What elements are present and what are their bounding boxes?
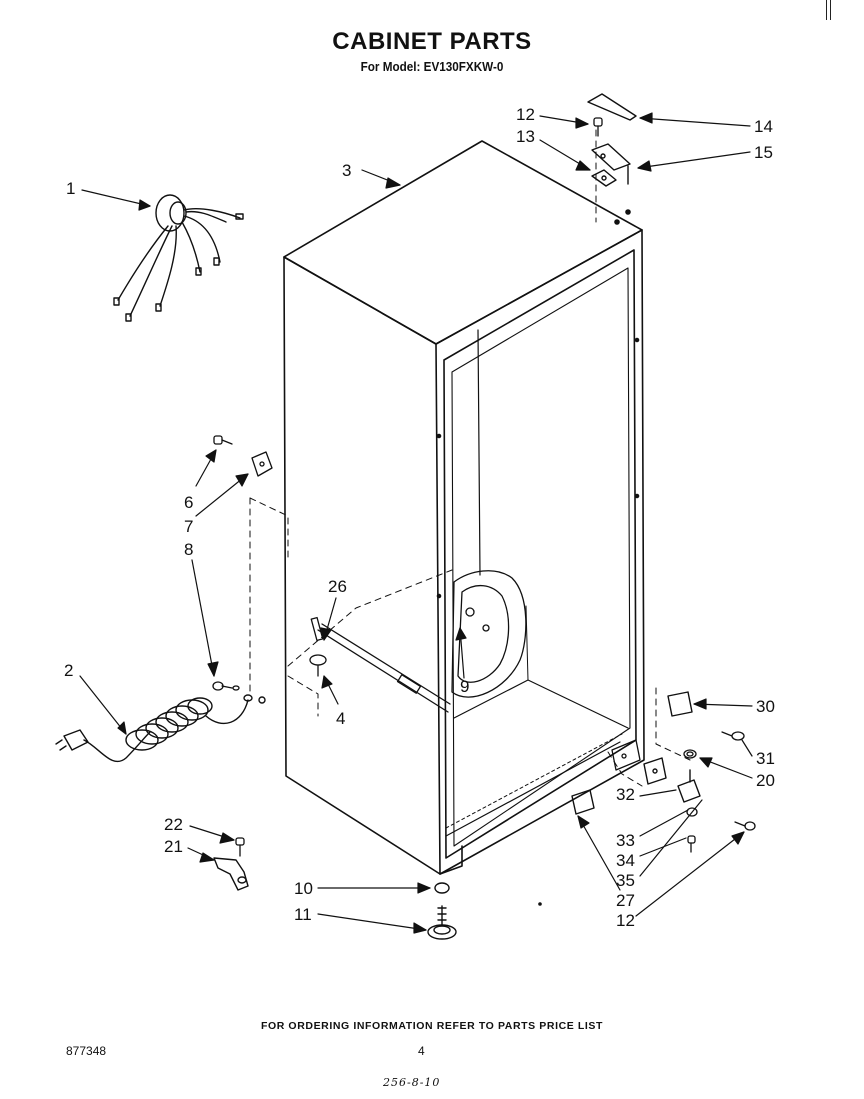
part-15-top-hinge	[591, 143, 631, 187]
part-11-leveling-leg	[427, 905, 457, 940]
callout-21: 21	[164, 837, 183, 856]
callout-6: 6	[184, 493, 193, 512]
model-subtitle: For Model: EV130FXKW-0	[360, 59, 504, 74]
cabinet-body	[283, 140, 645, 875]
part-1-cord-junction	[113, 194, 244, 322]
callout-33: 33	[616, 831, 635, 850]
part-6-screw	[213, 435, 233, 445]
callout-9: 9	[460, 677, 469, 696]
part-20-bushing	[683, 749, 697, 759]
callout-8: 8	[184, 540, 193, 559]
callout-26: 26	[328, 577, 347, 596]
callout-13: 13	[516, 127, 535, 146]
callout-15: 15	[754, 143, 773, 162]
callout-12-bottom: 12	[616, 911, 635, 930]
callout-20: 20	[756, 771, 775, 790]
callout-1: 1	[66, 179, 75, 198]
part-32-hinge-bracket	[643, 757, 667, 785]
callout-labels: 1 2 3 4 6 7 8 9 10 11 12 13 14 15 20 21 …	[64, 105, 775, 930]
callout-32: 32	[616, 785, 635, 804]
part-34-hinge-pin	[686, 807, 698, 817]
callout-27: 27	[616, 891, 635, 910]
part-10-washer	[434, 882, 450, 894]
page-number: 4	[418, 1044, 425, 1058]
drain-trough	[451, 570, 527, 698]
callout-10: 10	[294, 879, 313, 898]
callout-2: 2	[64, 661, 73, 680]
part-8-screw	[212, 681, 240, 691]
part-31-screw	[721, 731, 745, 741]
part-35-screw	[687, 835, 696, 853]
scan-edge-mark	[826, 0, 831, 20]
callout-14: 14	[754, 117, 773, 136]
callout-31: 31	[756, 749, 775, 768]
part-14-hinge-cover	[587, 93, 637, 121]
callout-7: 7	[184, 517, 193, 536]
part-12-hinge-screw-bottom	[734, 821, 756, 831]
page-title: CABINET PARTS	[332, 28, 532, 55]
handwritten-code: 256-8-10	[383, 1076, 441, 1089]
callout-3: 3	[342, 161, 351, 180]
assembly-guide-lines	[249, 129, 691, 787]
part-30-hinge-cover	[667, 691, 693, 717]
leader-lines	[79, 112, 753, 934]
callout-4: 4	[336, 709, 345, 728]
document-number: 877348	[66, 1044, 107, 1058]
ordering-information-note: FOR ORDERING INFORMATION REFER TO PARTS …	[260, 1020, 604, 1032]
part-7-clamp	[251, 451, 273, 477]
part-22-screw	[235, 837, 245, 857]
callout-35: 35	[616, 871, 635, 890]
callout-12-top: 12	[516, 105, 535, 124]
part-2-power-cord	[55, 694, 266, 763]
part-12-hinge-screw-top	[593, 117, 603, 137]
part-33-bottom-hinge	[677, 769, 701, 803]
part-27-kick-plate-clip	[571, 789, 595, 815]
part-21-bracket	[213, 857, 249, 891]
wire-harness	[309, 616, 451, 713]
bottom-hinge-mount	[611, 739, 641, 771]
callout-11: 11	[294, 905, 312, 924]
callout-34: 34	[616, 851, 635, 870]
callout-22: 22	[164, 815, 183, 834]
callout-30: 30	[756, 697, 775, 716]
